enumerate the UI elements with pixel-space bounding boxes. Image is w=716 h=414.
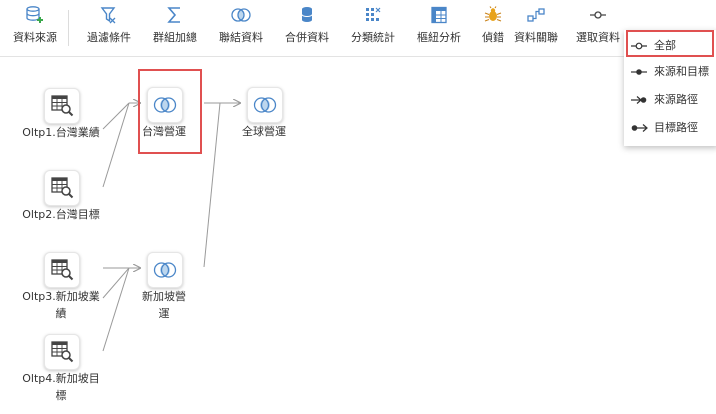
connector-line <box>102 267 130 299</box>
connector-line <box>102 102 130 188</box>
toolbar-classify-button[interactable]: 分類統計 <box>348 6 398 45</box>
connector-line <box>102 267 130 352</box>
toolbar-select-data-button[interactable]: 選取資料 <box>572 6 624 45</box>
merge-icon <box>301 7 313 22</box>
highlight-box <box>626 30 714 57</box>
connector-line <box>203 102 221 268</box>
toolbar-group-sum-button[interactable]: 群組加總 <box>150 6 200 45</box>
source-node-oltp1-label: Oltp1.台灣業績 <box>22 126 100 139</box>
menu-item-source-and-target[interactable]: 來源和目標 <box>624 59 716 85</box>
join-node-taiwan-label: 台灣營運 <box>142 125 186 138</box>
join-node-singapore[interactable] <box>147 252 183 288</box>
path-source-target-icon <box>631 69 647 75</box>
toolbar-label: 合併資料 <box>285 31 329 44</box>
path-source-icon <box>631 96 647 104</box>
toolbar-merge-button[interactable]: 合併資料 <box>282 6 332 45</box>
source-node-oltp4-label: Oltp4.新加坡目標 <box>22 372 100 402</box>
pivot-icon <box>431 6 447 24</box>
select-path-icon <box>590 11 606 19</box>
join-node-global[interactable] <box>247 87 283 123</box>
toolbar-filter-button[interactable]: 過濾條件 <box>84 6 134 45</box>
menu-item-label: 全部 <box>654 39 676 52</box>
toolbar-label: 選取資料 <box>576 31 620 44</box>
source-node-oltp1[interactable] <box>44 88 80 124</box>
database-add-icon <box>26 6 43 23</box>
menu-item-all[interactable]: 全部 <box>624 33 716 59</box>
source-node-oltp4[interactable] <box>44 334 80 370</box>
join-node-global-label: 全球營運 <box>242 125 286 138</box>
source-node-oltp2[interactable] <box>44 170 80 206</box>
toolbar-relation-button[interactable]: 資料關聯 <box>510 6 562 45</box>
menu-item-label: 目標路徑 <box>654 121 698 134</box>
join-icon <box>253 97 277 113</box>
toolbar-debug-button[interactable]: 偵錯 <box>478 6 508 45</box>
flow-canvas[interactable]: Oltp1.台灣業績 Oltp2.台灣目標 Oltp3.新加坡業績 <box>0 57 716 414</box>
toolbar-label: 資料來源 <box>13 31 57 44</box>
relation-icon <box>527 8 545 22</box>
menu-item-target-path[interactable]: 目標路徑 <box>624 115 716 141</box>
classify-icon <box>366 7 381 21</box>
table-search-icon <box>51 341 74 363</box>
highlight-box <box>138 69 202 154</box>
join-node-taiwan[interactable] <box>147 87 183 123</box>
join-node-singapore-label: 新加坡營運 <box>142 290 186 320</box>
toolbar-label: 過濾條件 <box>87 31 131 44</box>
path-all-icon <box>631 42 647 50</box>
menu-item-source-path[interactable]: 來源路徑 <box>624 87 716 113</box>
sigma-icon <box>167 7 180 23</box>
toolbar-label: 群組加總 <box>153 31 197 44</box>
source-node-oltp3[interactable] <box>44 252 80 288</box>
flow-connectors <box>102 57 716 352</box>
toolbar-label: 樞紐分析 <box>417 31 461 44</box>
toolbar-separator <box>68 10 69 46</box>
menu-item-label: 來源和目標 <box>654 65 709 78</box>
join-icon <box>153 97 177 113</box>
toolbar-label: 分類統計 <box>351 31 395 44</box>
select-data-menu: 全部 來源和目標 來源路徑 目標路徑 <box>624 30 716 146</box>
toolbar-label: 資料關聯 <box>514 31 558 44</box>
table-search-icon <box>51 259 74 281</box>
toolbar: 資料來源 過濾條件 群組加總 聯結資料 合併資料 <box>0 0 716 57</box>
toolbar-data-source-button[interactable]: 資料來源 <box>10 6 60 45</box>
toolbar-pivot-button[interactable]: 樞紐分析 <box>414 6 464 45</box>
join-icon <box>153 262 177 278</box>
toolbar-label: 偵錯 <box>482 31 504 44</box>
toolbar-join-button[interactable]: 聯結資料 <box>216 6 266 45</box>
connector-line <box>102 102 130 130</box>
source-node-oltp2-label: Oltp2.台灣目標 <box>22 208 100 221</box>
path-target-icon <box>631 124 648 132</box>
bug-icon <box>484 6 502 22</box>
join-icon <box>231 8 251 22</box>
table-search-icon <box>51 95 74 117</box>
menu-item-label: 來源路徑 <box>654 93 698 106</box>
source-node-oltp3-label: Oltp3.新加坡業績 <box>22 290 100 320</box>
table-search-icon <box>51 177 74 199</box>
filter-icon <box>100 7 116 24</box>
toolbar-label: 聯結資料 <box>219 31 263 44</box>
